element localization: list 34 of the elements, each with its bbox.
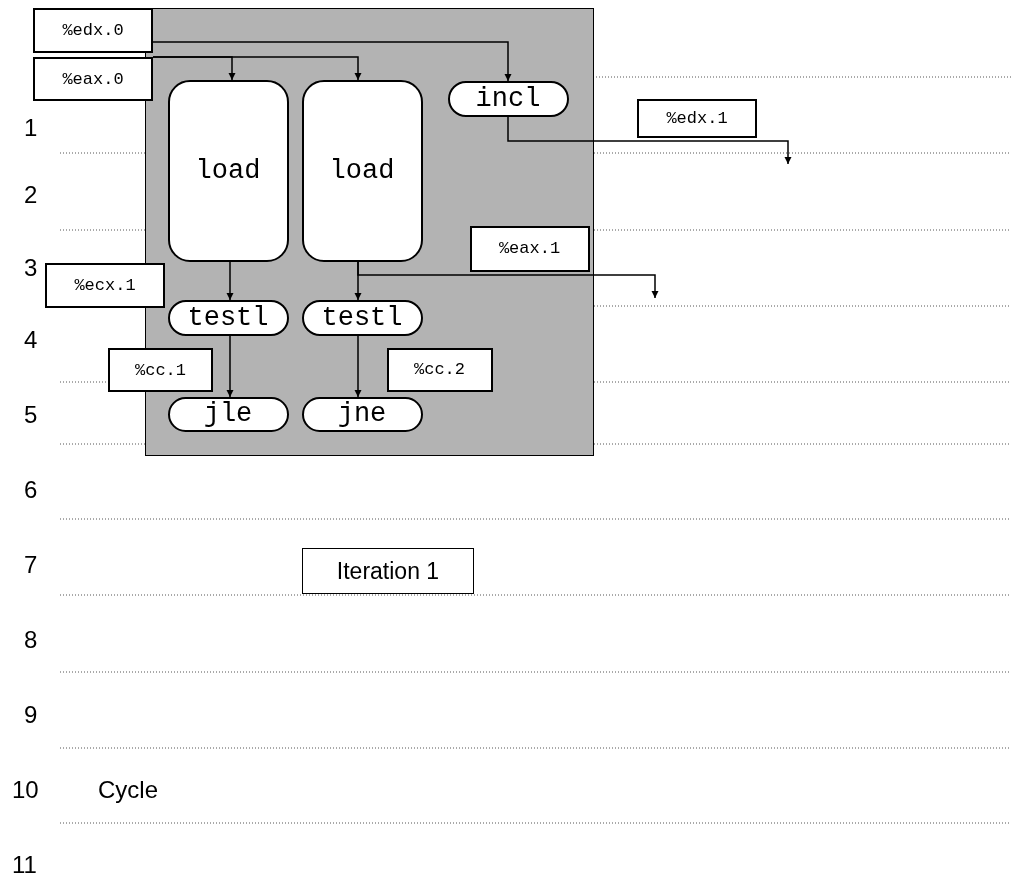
arrow [152,56,362,81]
cycle-number: 2 [24,181,38,209]
operation-box: load [301,79,423,262]
operation-pill: testl [167,299,289,336]
register-box: %cc.2 [386,347,493,392]
arrow [507,116,792,165]
cycle-number: 9 [24,701,38,729]
arrow [152,41,512,82]
operation-pill: incl [447,80,569,117]
cycle-number: 4 [24,326,38,354]
cycle-number: 6 [24,476,38,504]
register-box: %cc.1 [108,348,213,392]
operation-pill: jle [167,396,289,432]
arrow [226,261,234,301]
cycle-number: 8 [24,626,38,654]
iteration-label: Iteration 1 [302,548,474,594]
cycle-number: 1 [24,114,38,142]
operation-pill: jne [301,396,423,432]
cycle-number: 10 [12,776,39,804]
arrow [354,335,362,398]
operation-box: load [167,79,289,262]
register-box: %edx.1 [637,99,757,138]
axis-title: Cycle [98,776,158,804]
register-box: %ecx.1 [45,263,165,308]
operation-pill: testl [301,299,423,336]
cycle-number: 3 [24,254,38,282]
cycle-number: 7 [24,551,38,579]
arrow [226,335,234,398]
cycle-number: 11 [12,851,37,879]
arrow [357,261,659,299]
register-box: %eax.1 [469,225,590,272]
cycle-number: 5 [24,401,38,429]
register-box: %edx.0 [33,8,153,53]
register-box: %eax.0 [33,57,153,101]
